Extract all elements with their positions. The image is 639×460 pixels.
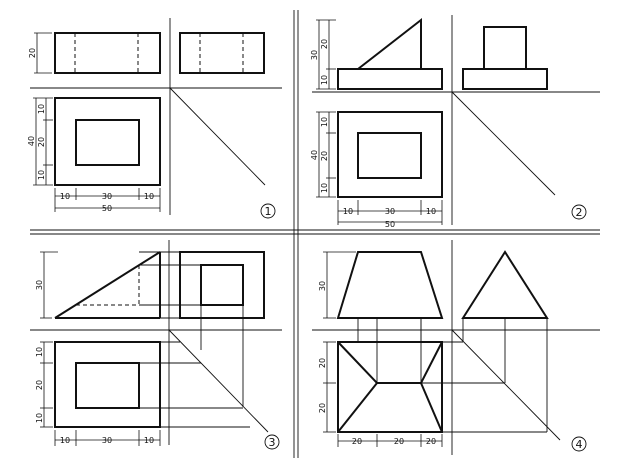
top-view-hipped-roof: [337, 341, 443, 433]
dimension-top-width: 20 20 20: [337, 434, 443, 447]
top-view: [337, 111, 443, 198]
side-view-block: [483, 26, 527, 70]
dim-label: 10: [426, 207, 436, 216]
top-view-inner: [357, 132, 422, 179]
dim-label: 10: [144, 192, 154, 201]
dim-label: 20: [426, 437, 436, 446]
dim-label: 50: [385, 220, 395, 229]
dim-label: 20: [35, 380, 44, 390]
dim-label: 30: [318, 281, 327, 291]
dim-label: 10: [343, 207, 353, 216]
top-view-inner: [75, 362, 140, 409]
dim-label: 10: [35, 413, 44, 423]
dimension-top-height: 40 10 20 10: [310, 111, 336, 198]
dim-label: 10: [60, 436, 70, 445]
panel-number-badge: 3: [264, 434, 280, 450]
side-view-base: [462, 68, 548, 90]
dim-label: 30: [385, 207, 395, 216]
dim-label: 30: [102, 192, 112, 201]
dim-label: 30: [35, 280, 44, 290]
top-view-inner: [75, 119, 140, 166]
miter-line: [168, 329, 269, 433]
miter-line: [451, 91, 556, 196]
side-view: [179, 251, 265, 319]
panel-number-badge: 1: [260, 203, 276, 219]
front-view-wedge: [355, 17, 422, 70]
dim-label: 10: [320, 183, 329, 193]
dim-label: 20: [28, 48, 37, 58]
dim-label: 10: [320, 117, 329, 127]
dim-label: 10: [144, 436, 154, 445]
panel-4: 30 20 20 20 20 20 4: [312, 240, 600, 455]
projection-lines: [139, 251, 250, 428]
dim-label: 40: [27, 136, 36, 146]
dim-label: 10: [37, 104, 46, 114]
front-view: [54, 32, 161, 74]
dim-label: 30: [102, 436, 112, 445]
dim-label: 20: [318, 358, 327, 368]
dimension-top-width: 10 30 10 50: [54, 188, 161, 213]
dim-label: 30: [310, 50, 319, 60]
panel-number: 3: [269, 436, 276, 449]
dim-label: 20: [394, 437, 404, 446]
front-view-base: [337, 68, 443, 90]
top-view: [54, 97, 161, 186]
dimension-front-height: 20: [28, 32, 52, 74]
side-view-triangle: [461, 250, 549, 319]
dim-label: 20: [320, 151, 329, 161]
panel-number: 1: [265, 205, 272, 218]
panel-2: 30 20 10 40 10 20 10 10 30 10 50: [310, 15, 600, 229]
dim-label: 20: [352, 437, 362, 446]
dim-label: 20: [318, 403, 327, 413]
miter-line: [451, 329, 561, 441]
panel-1: 20 40 10 20 10 10 30 10 50: [27, 18, 282, 219]
front-view: [54, 251, 161, 319]
panel-number: 4: [576, 438, 583, 451]
quadrant-separators: [30, 10, 600, 458]
dim-label: 40: [310, 150, 319, 160]
dimension-top-height: 10 20 10: [35, 341, 53, 428]
dim-label: 20: [320, 39, 329, 49]
dimension-front-height: 30: [318, 251, 356, 319]
panel-3: 30 10 20 10 10 30 10 3: [30, 240, 282, 450]
dimension-top-width: 10 30 10: [54, 430, 161, 446]
dim-label: 10: [320, 75, 329, 85]
panel-number: 2: [576, 206, 583, 219]
side-view-inner: [200, 264, 244, 306]
dimension-front-height: 30: [35, 251, 58, 319]
projection-lines: [357, 318, 548, 433]
front-view-trapezoid: [336, 251, 444, 319]
dim-label: 50: [102, 204, 112, 213]
dimension-top-width: 10 30 10 50: [337, 200, 443, 229]
miter-line: [169, 87, 266, 186]
dimension-front-height: 30 20 10: [310, 19, 336, 90]
top-view: [54, 341, 161, 428]
panel-number-badge: 4: [571, 436, 587, 452]
dim-label: 10: [60, 192, 70, 201]
dimension-top-height: 20 20: [318, 341, 336, 433]
panel-number-badge: 2: [571, 204, 587, 220]
dimension-top-height: 40 10 20 10: [27, 97, 53, 186]
dim-label: 10: [35, 347, 44, 357]
side-view: [179, 32, 265, 74]
dim-label: 20: [37, 137, 46, 147]
dim-label: 10: [37, 170, 46, 180]
